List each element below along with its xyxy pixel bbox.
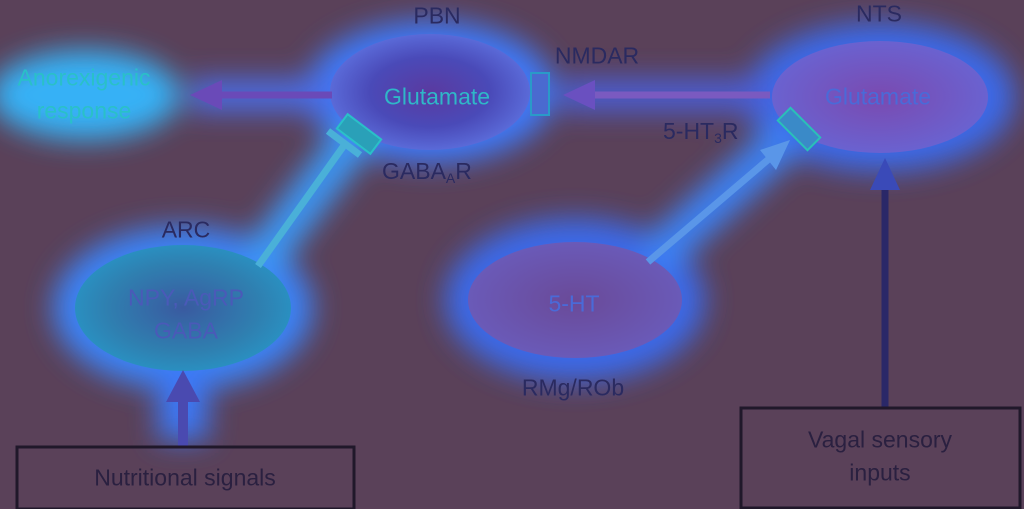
rmg-rob-label: RMg/ROb <box>521 374 625 401</box>
pbn-glutamate-text: Glutamate <box>383 83 491 110</box>
response-glow <box>0 50 180 140</box>
gaba-a-sub: A <box>445 170 456 186</box>
arc-npy-agrp: NPY, AgRP <box>128 284 244 311</box>
nutritional-signals-text: Nutritional signals <box>94 464 276 491</box>
anorexigenic-line2: response <box>36 98 132 124</box>
nts-nucleus <box>772 41 988 153</box>
nts-label: NTS <box>856 0 902 27</box>
anorexigenic-line1: Anorexigenic <box>17 64 151 91</box>
vagal-box <box>739 406 1022 509</box>
vagal-inputs-text: Vagal sensory inputs <box>808 424 952 491</box>
5-ht3-r-label: 5-HT3R <box>663 118 739 146</box>
gaba-a-receptor <box>335 112 383 156</box>
gaba-a-tail: R <box>455 158 472 184</box>
arc-gaba: GABA <box>154 318 218 344</box>
arc-label: ARC <box>161 216 211 243</box>
ht-to-nts-arrow <box>645 155 773 265</box>
vagal-arrowhead <box>870 158 900 190</box>
nmdar-label: NMDAR <box>554 42 640 69</box>
arc-nucleus <box>75 245 291 371</box>
gaba-a-r-label: GABAAR <box>382 158 472 186</box>
pbn-label: PBN <box>413 2 461 29</box>
pbn-output-arrowhead <box>190 80 222 110</box>
vagal-line2: inputs <box>849 460 911 486</box>
raphe-nucleus <box>468 242 682 358</box>
gaba-a-main: GABA <box>382 158 446 184</box>
anorexigenic-response: Anorexigenic response <box>18 62 151 129</box>
nts-glutamate-text: Glutamate <box>824 83 932 110</box>
nmdar-receptor <box>530 72 550 116</box>
vagal-line1: Vagal sensory <box>807 426 953 453</box>
pbn-nucleus <box>330 34 530 150</box>
nts-to-pbn-arrowhead <box>563 80 595 110</box>
arc-inhibitory-projection <box>255 141 348 269</box>
5-ht3-receptor <box>776 106 822 152</box>
ht3-tail: R <box>721 118 739 144</box>
ht3-sub: 3 <box>714 130 722 146</box>
nutritional-box <box>15 445 356 509</box>
inhibitory-bar <box>325 128 363 158</box>
arc-node-text: NPY, AgRP GABA <box>128 282 244 349</box>
ht-to-nts-arrowhead <box>760 140 790 170</box>
ht3-main: 5-HT <box>663 118 715 144</box>
nutritional-arrowhead <box>166 370 200 402</box>
raphe-5ht-text: 5-HT <box>548 290 600 317</box>
